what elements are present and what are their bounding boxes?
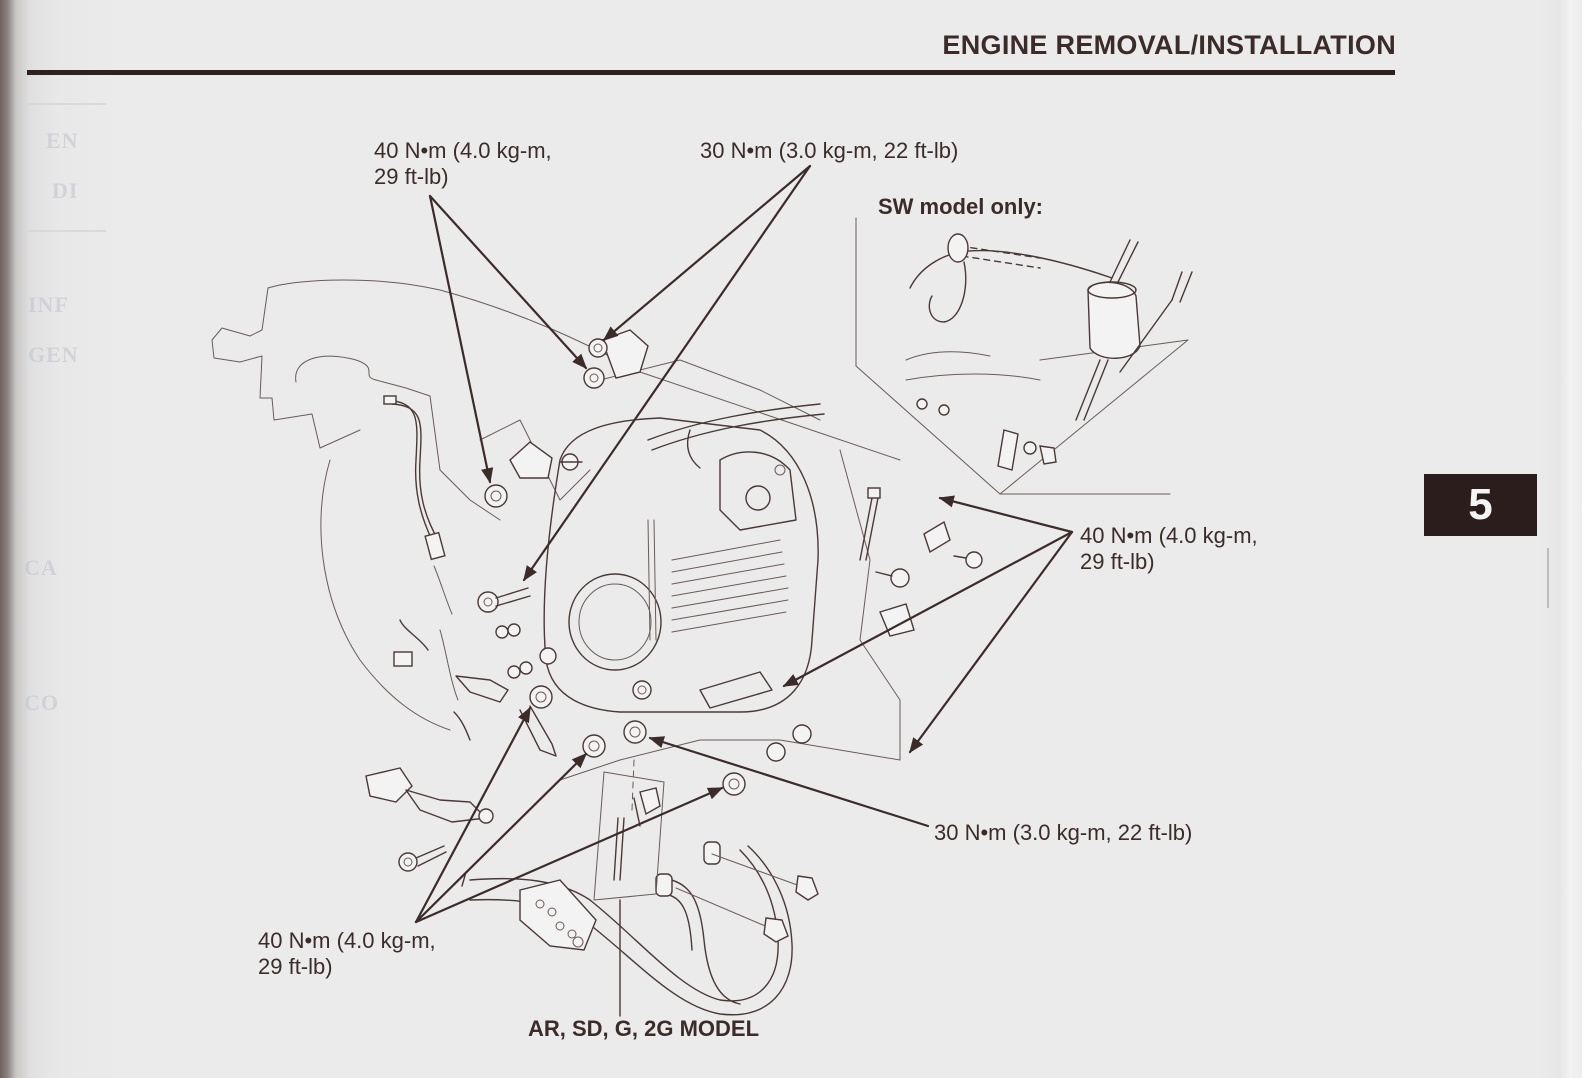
sw-model-inset bbox=[855, 217, 1193, 495]
exhaust-pipes bbox=[461, 841, 819, 1016]
torque-value: 29 ft-lb) bbox=[1080, 549, 1155, 574]
torque-callout-top-center: 30 N•m (3.0 kg-m, 22 ft-lb) bbox=[700, 138, 958, 164]
header-rule bbox=[27, 70, 1395, 75]
page-title: ENGINE REMOVAL/INSTALLATION bbox=[942, 30, 1396, 60]
torque-callout-bottom-left: 40 N•m (4.0 kg-m, 29 ft-lb) bbox=[258, 928, 436, 980]
chapter-number: 5 bbox=[1468, 480, 1493, 529]
torque-value: 29 ft-lb) bbox=[258, 954, 333, 979]
ghost-text: CO bbox=[24, 690, 59, 715]
torque-value: 40 N•m (4.0 kg-m, bbox=[1080, 523, 1258, 548]
ghost-facing-page-box bbox=[26, 103, 106, 232]
ghost-text: DI bbox=[52, 178, 79, 203]
model-inset-frame bbox=[593, 759, 665, 1017]
ghost-text: GEN bbox=[28, 342, 79, 367]
torque-callout-top-left: 40 N•m (4.0 kg-m, 29 ft-lb) bbox=[374, 138, 552, 190]
clutch-cable bbox=[383, 395, 453, 615]
torque-callout-bottom-right: 30 N•m (3.0 kg-m, 22 ft-lb) bbox=[934, 820, 1192, 846]
ghost-text: INF bbox=[28, 292, 69, 317]
torque-value: 29 ft-lb) bbox=[374, 164, 449, 189]
ghost-text: CA bbox=[24, 555, 58, 580]
torque-callout-right: 40 N•m (4.0 kg-m, 29 ft-lb) bbox=[1080, 523, 1258, 575]
frame-outline bbox=[211, 279, 901, 781]
brake-pedal-linkage bbox=[365, 619, 557, 872]
model-note-label: AR, SD, G, 2G MODEL bbox=[528, 1016, 760, 1041]
engine-block bbox=[543, 403, 825, 713]
torque-leaders bbox=[414, 164, 1074, 924]
inset-title-sw-model: SW model only: bbox=[878, 194, 1043, 219]
torque-value: 40 N•m (4.0 kg-m, bbox=[374, 138, 552, 163]
ghost-text: EN bbox=[46, 128, 79, 153]
torque-value: 30 N•m (3.0 kg-m, 22 ft-lb) bbox=[700, 138, 959, 163]
torque-value: 40 N•m (4.0 kg-m, bbox=[258, 928, 436, 953]
page-edge-mark bbox=[1547, 548, 1549, 608]
chapter-tab: 5 bbox=[1424, 474, 1537, 536]
torque-value: 30 N•m (3.0 kg-m, 22 ft-lb) bbox=[934, 820, 1193, 845]
fasteners bbox=[477, 329, 983, 796]
